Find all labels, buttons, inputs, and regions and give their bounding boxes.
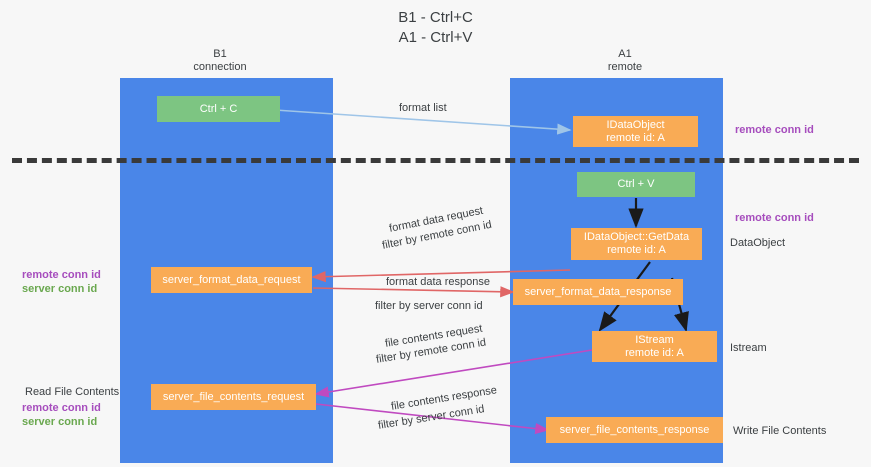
annotation-left-remote-conn-id-mid: remote conn id xyxy=(22,269,101,281)
annotation-right-istream: Istream xyxy=(730,342,767,354)
filter-prefix: filter by xyxy=(375,300,414,312)
box-ctrl-c-label: Ctrl + C xyxy=(199,102,238,115)
page-title: B1 - Ctrl+C A1 - Ctrl+V xyxy=(0,8,871,48)
column-header-b1: B1 connection xyxy=(140,48,300,74)
annotation-left-remote-conn-id-bottom: remote conn id xyxy=(22,402,101,414)
box-server-format-data-request-label: server_format_data_request xyxy=(162,273,301,286)
box-idataobject-title: IDataObject xyxy=(606,118,665,131)
box-server-file-contents-request[interactable]: server_file_contents_request xyxy=(151,384,316,410)
section-divider xyxy=(12,158,859,163)
annotation-right-dataobject: DataObject xyxy=(730,237,786,249)
filter-key-server-conn-id: server conn id xyxy=(413,300,483,312)
box-idataobject-subtitle: remote id: A xyxy=(606,131,665,144)
filter-prefix: filter by xyxy=(377,413,418,432)
annotation-right-remote-conn-id-top: remote conn id xyxy=(735,124,814,136)
box-server-file-contents-response-label: server_file_contents_response xyxy=(559,423,710,436)
column-header-b1-role: connection xyxy=(193,61,247,73)
annotation-left-read-file-contents: Read File Contents xyxy=(25,386,120,398)
box-idataobject-getdata[interactable]: IDataObject::GetData remote id: A xyxy=(571,228,702,260)
annotation-right-remote-conn-id-mid: remote conn id xyxy=(735,212,814,224)
box-server-format-data-response[interactable]: server_format_data_response xyxy=(513,279,683,305)
box-idataobject[interactable]: IDataObject remote id: A xyxy=(573,116,698,147)
filter-prefix: filter by xyxy=(375,347,416,366)
box-getdata-subtitle: remote id: A xyxy=(607,244,666,256)
edge-label-format-data-response-filter: filter by server conn id xyxy=(375,299,483,313)
annotation-left-server-conn-id-mid: server conn id xyxy=(22,283,98,295)
box-ctrl-v-label: Ctrl + V xyxy=(617,178,655,190)
box-istream[interactable]: IStream remote id: A xyxy=(592,331,717,362)
column-header-a1-name: A1 xyxy=(618,48,632,60)
column-header-a1-role: remote xyxy=(607,61,643,73)
box-istream-subtitle: remote id: A xyxy=(625,346,684,359)
column-header-a1: A1 remote xyxy=(545,48,705,74)
title-line-1: B1 - Ctrl+C xyxy=(398,9,473,26)
filter-prefix: filter by xyxy=(381,232,422,252)
box-ctrl-v[interactable]: Ctrl + V xyxy=(577,172,695,197)
box-ctrl-c[interactable]: Ctrl + C xyxy=(157,96,280,122)
box-istream-title: IStream xyxy=(635,333,674,346)
edge-label-format-list: format list xyxy=(399,102,447,114)
box-server-file-contents-request-label: server_file_contents_request xyxy=(162,390,305,403)
title-line-2: A1 - Ctrl+V xyxy=(398,29,473,46)
annotation-right-write-file-contents: Write File Contents xyxy=(733,425,827,437)
box-server-file-contents-response[interactable]: server_file_contents_response xyxy=(546,417,723,443)
edge-label-format-data-response: format data response xyxy=(386,276,490,288)
annotation-left-server-conn-id-bottom: server conn id xyxy=(22,416,98,428)
box-server-format-data-response-label: server_format_data_response xyxy=(524,285,672,298)
box-getdata-title: IDataObject::GetData xyxy=(583,231,690,243)
column-header-b1-name: B1 xyxy=(213,48,227,60)
box-server-format-data-request[interactable]: server_format_data_request xyxy=(151,267,312,293)
